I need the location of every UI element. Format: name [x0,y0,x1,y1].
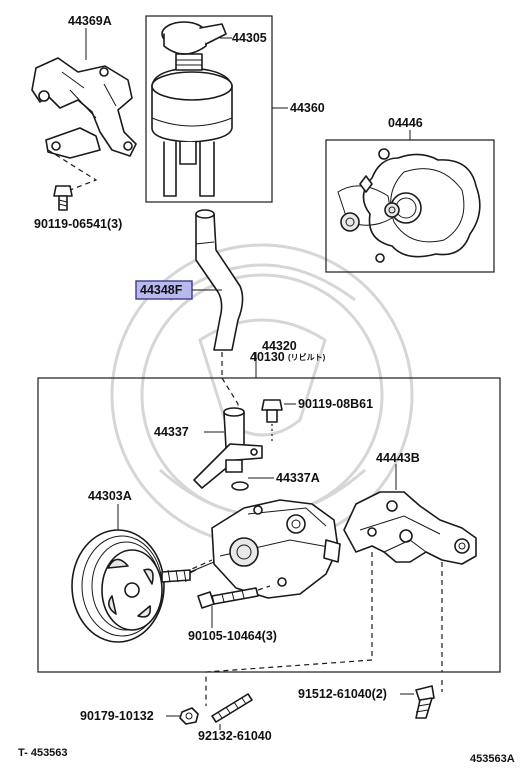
pump-body-44320[interactable] [183,499,341,599]
bolt-90105-10464[interactable] [197,587,259,609]
label-44337: 44337 [154,425,189,439]
label-91512-61040: 91512-61040(2) [298,687,387,701]
footer-right-code: 453563A [470,753,515,765]
label-90119-08B61: 90119-08B61 [298,397,373,411]
label-44337A: 44337A [276,471,320,485]
pump-assembly-frame [37,377,501,673]
footer-left-code: T- 453563 [18,747,68,759]
union-fitting-44337[interactable] [193,407,263,489]
label-04446: 04446 [388,116,423,130]
label-40130-note: (リビルト) [288,352,326,362]
label-90119-06541: 90119-06541(3) [34,217,122,231]
nut-90179-10132[interactable] [179,707,199,725]
cap-44305[interactable] [161,21,227,55]
label-44360: 44360 [290,101,325,115]
bracket-44443B[interactable] [343,491,477,565]
bolt-90119-08B61[interactable] [261,399,283,423]
label-40130: 40130 [250,350,285,364]
reservoir-frame [145,15,273,203]
label-44303A: 44303A [88,489,132,503]
o-ring-44337A[interactable] [231,481,249,491]
hose-44348F[interactable] [195,209,244,351]
pulley-44303A[interactable] [71,529,191,643]
label-44369A: 44369A [68,14,112,28]
label-44443B: 44443B [376,451,420,465]
bolt-91512-61040[interactable] [415,685,435,719]
bracket-44369A[interactable] [31,57,137,159]
stud-92132-61040[interactable] [211,693,253,723]
label-90105-10464: 90105-10464(3) [188,629,277,643]
bolt-90119-06541[interactable] [53,185,73,211]
label-92132-61040: 92132-61040 [198,729,272,743]
label-44320: 44320 [262,339,297,353]
label-44305: 44305 [232,31,267,45]
label-44348F: 44348F [140,283,183,297]
label-90179-10132: 90179-10132 [80,709,154,723]
reservoir-44360[interactable] [151,53,233,197]
gasket-kit-04446[interactable] [337,148,481,263]
